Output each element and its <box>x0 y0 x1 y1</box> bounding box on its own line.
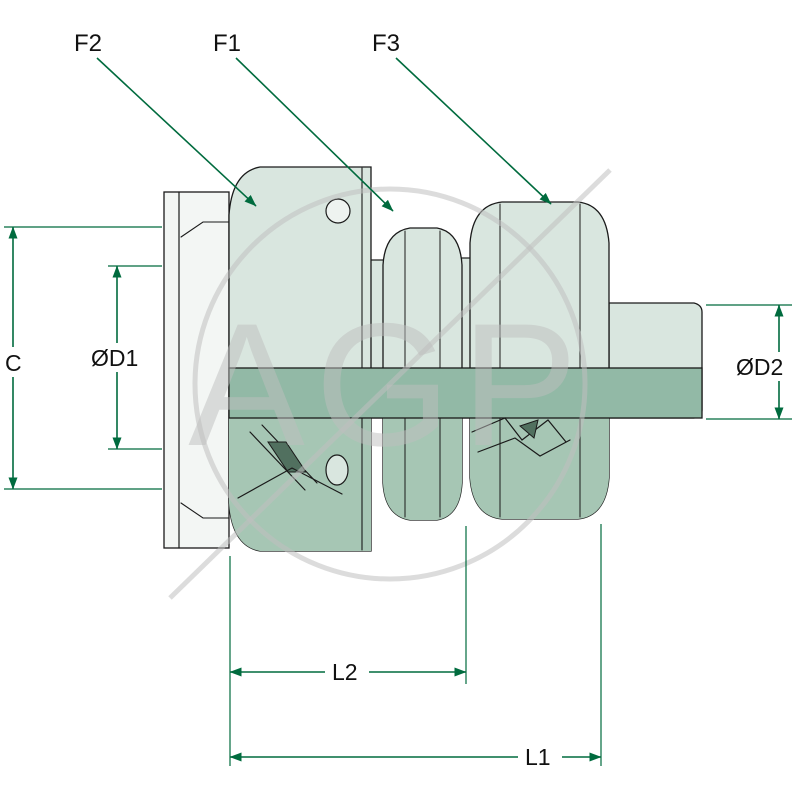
big-nut-cutaway-details <box>237 424 349 499</box>
dim-c-label: C <box>5 350 22 376</box>
flange-seal-profile-top <box>180 221 230 238</box>
callout-f3-leader <box>395 57 552 205</box>
dim-d1-label: ØD1 <box>91 345 138 371</box>
dim-l1-label: L1 <box>525 744 551 770</box>
callout-f2: F2 <box>74 30 257 207</box>
dimensions: F2 F1 F3 C ØD1 <box>1 30 794 771</box>
callout-f2-label: F2 <box>74 30 102 57</box>
dim-d2-label: ØD2 <box>736 354 783 380</box>
dim-l2-label: L2 <box>332 659 358 685</box>
right-nut-lower-shade <box>470 418 609 519</box>
dimension-l1: L1 <box>229 524 602 771</box>
dim-l1-label-mask <box>518 741 562 771</box>
cutaway-vee <box>237 467 343 499</box>
cutting-ring-zigzag-1 <box>471 417 567 443</box>
dim-l2-label-mask <box>325 656 369 686</box>
dim-c-label-mask <box>1 347 26 377</box>
callout-f2-leader <box>96 57 257 207</box>
watermark: AGP <box>168 168 612 600</box>
callout-f3: F3 <box>372 30 552 205</box>
dimension-d1: ØD1 <box>88 265 162 450</box>
cutaway-wedge <box>267 441 307 473</box>
watermark-text: AGP <box>188 288 588 483</box>
dimension-c: C <box>1 226 162 490</box>
callout-f1-leader <box>235 57 394 212</box>
watermark-circle <box>192 186 588 582</box>
cutaway-ellipse <box>325 454 349 486</box>
middle-hex-lower-shade <box>383 418 462 520</box>
callout-f1-label: F1 <box>213 30 241 57</box>
cutting-ring-dart <box>519 419 539 439</box>
right-nut-cutting-ring-details <box>471 417 571 457</box>
callout-f3-label: F3 <box>372 30 400 57</box>
dim-d1-label-mask <box>88 343 146 372</box>
dimension-d2: ØD2 <box>706 304 794 420</box>
big-nut-hole-detail <box>325 198 351 224</box>
flange-seal-profile-bottom <box>180 502 230 519</box>
callout-f1: F1 <box>213 30 394 212</box>
dimension-l2: L2 <box>229 526 467 766</box>
cutaway-diagonal-1 <box>249 431 306 491</box>
watermark-slash <box>168 168 612 600</box>
central-shaft-band <box>228 367 703 419</box>
cutting-ring-zigzag-2 <box>477 437 571 457</box>
dim-d2-label-mask <box>732 352 794 381</box>
